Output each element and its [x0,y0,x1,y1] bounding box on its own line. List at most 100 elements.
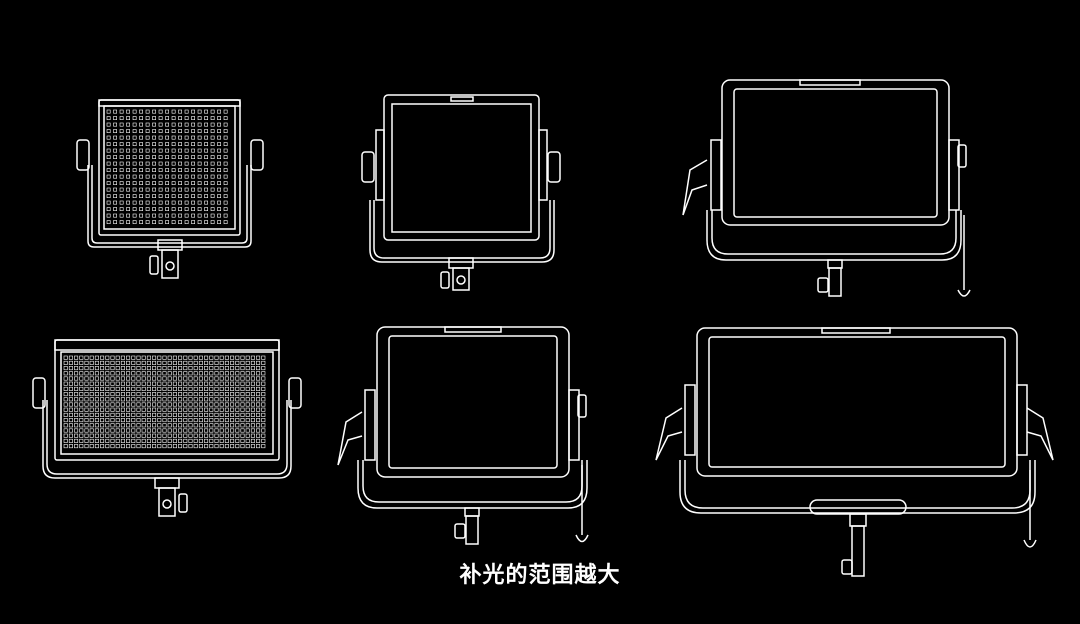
side-rail-right [1016,384,1028,456]
led-cell [146,433,151,438]
led-cell [230,392,235,397]
led-cell [110,433,115,438]
led-cell [94,423,99,428]
led-cell [183,386,188,391]
led-cell [157,428,162,433]
yoke-arm-outer [357,460,588,509]
led-cell [171,187,176,192]
led-cell [223,207,228,212]
led-cell [63,444,68,449]
led-cell [204,142,209,147]
led-cell [223,142,228,147]
led-cell [256,360,261,365]
led-cell [158,161,163,166]
led-cell [136,366,141,371]
led-cell [209,397,214,402]
led-cell [204,407,209,412]
led-cell [204,360,209,365]
led-cell [79,438,84,443]
led-cell [184,135,189,140]
led-cell [136,376,141,381]
led-cell [198,438,203,443]
led-cell [74,433,79,438]
led-cell [178,148,183,153]
led-cell [214,355,219,360]
led-cell [162,418,167,423]
led-cell [79,433,84,438]
led-cell [193,428,198,433]
led-cell [89,423,94,428]
led-cell [158,174,163,179]
led-cell [235,402,240,407]
led-cell [197,213,202,218]
led-cell [136,438,141,443]
led-cell [178,428,183,433]
led-cell [165,155,170,160]
led-cell [167,366,172,371]
led-cell [132,213,137,218]
led-cell [204,423,209,428]
led-cell [261,355,266,360]
led-cell [172,438,177,443]
led-cell [245,392,250,397]
panel-diffuser [708,336,1006,468]
led-cell [171,161,176,166]
led-cell [152,200,157,205]
led-cell [214,407,219,412]
led-cell [235,376,240,381]
led-cell [204,168,209,173]
led-cell [204,116,209,121]
led-cell [198,407,203,412]
led-cell [115,397,120,402]
led-cell [74,355,79,360]
led-cell [120,360,125,365]
led-cell [113,187,118,192]
led-cell [188,376,193,381]
led-cell [204,355,209,360]
led-cell [261,386,266,391]
led-cell [191,220,196,225]
led-cell [217,135,222,140]
led-cell [210,109,215,114]
led-cell [204,122,209,127]
led-cell [115,392,120,397]
led-cell [219,423,224,428]
led-cell [240,407,245,412]
led-cell [119,181,124,186]
led-cell [152,181,157,186]
led-cell [139,181,144,186]
led-cell [261,407,266,412]
led-cell [100,418,105,423]
led-cell [214,402,219,407]
panel-frame [721,79,950,226]
knob-right [547,151,561,183]
led-cell [145,122,150,127]
panel-frame [383,94,540,241]
led-cell [113,213,118,218]
led-cell [193,386,198,391]
led-cell [178,181,183,186]
led-cell [141,433,146,438]
led-cell [162,371,167,376]
led-cell [79,366,84,371]
led-cell [224,407,229,412]
led-cell [84,376,89,381]
led-cell [63,381,68,386]
led-cell [178,109,183,114]
led-cell [178,168,183,173]
led-cell [250,355,255,360]
led-cell [184,220,189,225]
led-cell [210,213,215,218]
led-cell [79,371,84,376]
led-cell [145,148,150,153]
led-cell [158,181,163,186]
led-cell [158,135,163,140]
led-cell [115,381,120,386]
mount-stud [465,515,479,545]
panel-face [60,351,274,455]
led-cell [74,402,79,407]
led-cell [223,174,228,179]
led-cell [240,366,245,371]
led-cell [120,433,125,438]
